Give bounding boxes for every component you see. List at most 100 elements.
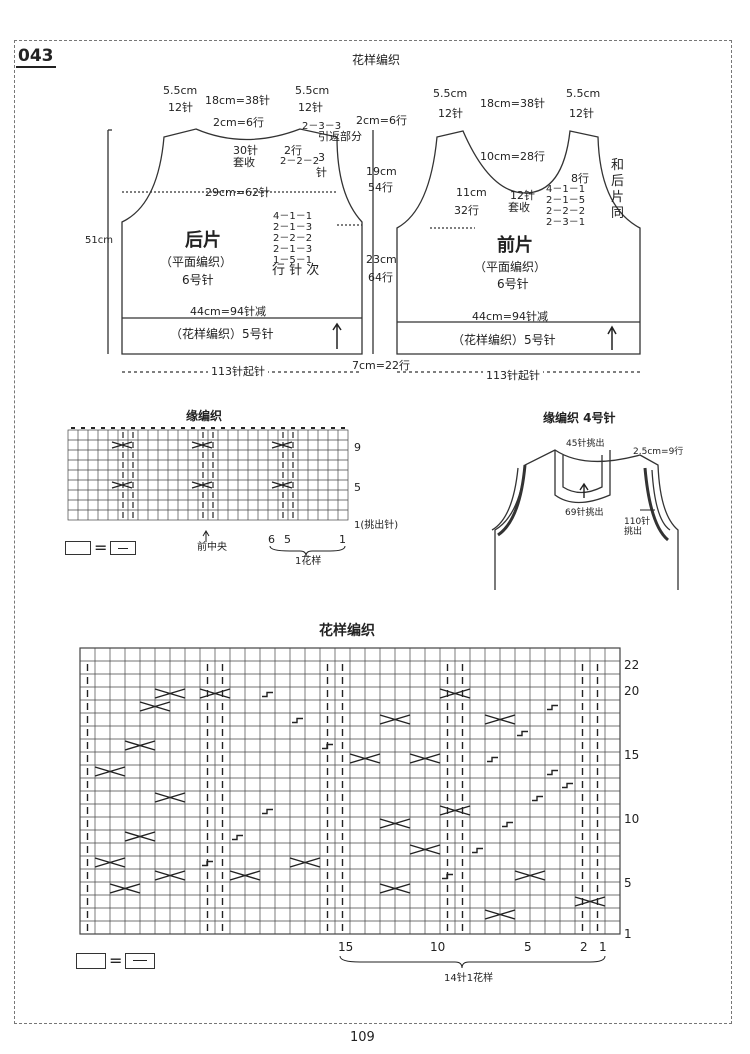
front-left-shoulder-cm: 5.5cm bbox=[433, 87, 468, 100]
front-center-bind-st: 12针 bbox=[510, 189, 535, 202]
edge-front-pickup: 69针挑出 bbox=[565, 508, 604, 518]
edge-col-1: 1 bbox=[339, 533, 346, 546]
back-needle: 6号针 bbox=[182, 273, 214, 287]
edge-stitch-marks bbox=[71, 427, 345, 518]
main-row-10: 10 bbox=[624, 812, 640, 826]
back-piece-name: 后片 bbox=[185, 230, 221, 251]
back-neck-dec-1: 2－3－3 bbox=[302, 121, 342, 132]
legend-purl-symbol bbox=[110, 540, 137, 555]
edge-diagram-title: 缘编织 4号针 bbox=[543, 411, 616, 425]
back-side-length: 23cm bbox=[366, 253, 397, 266]
legend-equals: = bbox=[94, 538, 108, 557]
back-hem-width: 44cm=94针减 bbox=[190, 305, 266, 318]
edge-col-5: 5 bbox=[284, 533, 291, 546]
main-col-15: 15 bbox=[338, 940, 354, 954]
back-neck-width: 18cm=38针 bbox=[205, 94, 270, 107]
edge-diagram-shape bbox=[491, 449, 679, 590]
front-right-shoulder-st: 12针 bbox=[569, 107, 594, 120]
main-stitch-marks bbox=[86, 664, 606, 931]
back-arm-dec-legend: 行 针 次 bbox=[272, 263, 320, 278]
edge-repeat-label: 1花样 bbox=[295, 556, 322, 567]
front-neck-dec-2: 2－1－5 bbox=[546, 195, 586, 206]
back-shortrow: 引返部分 bbox=[318, 130, 362, 143]
main-repeat-bracket bbox=[339, 955, 606, 969]
legend-blank-box bbox=[65, 540, 91, 555]
back-right-shoulder-st: 12针 bbox=[298, 101, 323, 114]
front-cast-on: 113针起针 bbox=[483, 370, 543, 381]
back-neck-dec-rows: 2行 bbox=[284, 144, 302, 157]
back-arm-dec-3: 2－2－2 bbox=[273, 233, 313, 244]
back-neck-depth: 2cm=6行 bbox=[213, 116, 264, 129]
front-same-as-back-2: 后 bbox=[611, 174, 625, 189]
front-right-shoulder-cm: 5.5cm bbox=[566, 87, 601, 100]
main-row-22: 22 bbox=[624, 658, 640, 672]
back-chest: 29cm=62针 bbox=[205, 186, 270, 199]
back-neck-bindoff-a: 30针 bbox=[233, 144, 258, 157]
back-right-shoulder-cm: 5.5cm bbox=[295, 84, 330, 97]
back-arm-dec-1: 4－1－1 bbox=[273, 211, 313, 222]
front-same-as-back-1: 和 bbox=[611, 158, 625, 173]
back-side-rows: 64行 bbox=[368, 271, 393, 284]
back-left-shoulder-cm: 5.5cm bbox=[163, 84, 198, 97]
front-needle: 6号针 bbox=[497, 277, 529, 291]
back-cast-on: 113针起针 bbox=[208, 366, 268, 377]
back-shoulder-rows: 2cm=6行 bbox=[356, 114, 407, 127]
main-grid-lines bbox=[79, 647, 621, 935]
front-neck-width: 18cm=38针 bbox=[480, 97, 545, 110]
edge-neck-pickup: 45针挑出 bbox=[566, 439, 605, 449]
back-arm-dec-5: 1－5－1 bbox=[273, 255, 313, 266]
page-number: 109 bbox=[350, 1030, 375, 1045]
back-neck-dec-3: 3 bbox=[318, 151, 325, 164]
edge-legend: = bbox=[65, 538, 137, 557]
edge-row-1: 1(挑出针) bbox=[354, 520, 399, 531]
edge-side-note: 2.5cm=9行 bbox=[633, 447, 684, 457]
back-armhole-rows: 54行 bbox=[368, 181, 393, 194]
front-neck-dec-1: 4－1－1 bbox=[546, 184, 586, 195]
back-hem-depth: 7cm=22行 bbox=[352, 359, 410, 372]
main-row-20: 20 bbox=[624, 684, 640, 698]
front-hem-pattern: （花样编织）5号针 bbox=[452, 333, 556, 347]
back-neck-dec-st: 针 bbox=[316, 166, 327, 179]
back-neck-dec-2: 2－2－2 bbox=[280, 156, 320, 167]
edge-center-label: 前中央 bbox=[197, 542, 227, 553]
main-col-2: 2 bbox=[580, 940, 588, 954]
front-neck-inner: 10cm=28行 bbox=[480, 150, 545, 163]
page-frame bbox=[14, 40, 732, 1024]
front-piece-name: 前片 bbox=[497, 235, 533, 256]
edge-col-6: 6 bbox=[268, 533, 275, 546]
front-neck-dec-4: 2－3－1 bbox=[546, 217, 586, 228]
main-col-5: 5 bbox=[524, 940, 532, 954]
front-technique: （平面编织） bbox=[474, 260, 547, 274]
edge-chart-title: 缘编织 bbox=[186, 409, 223, 423]
main-repeat-label: 14针1花样 bbox=[444, 973, 494, 984]
edge-chart-markers bbox=[202, 530, 346, 557]
main-col-10: 10 bbox=[430, 940, 446, 954]
front-hem-width: 44cm=94针减 bbox=[472, 310, 548, 323]
front-neck-depth-cm: 11cm bbox=[456, 186, 487, 199]
front-same-as-back-4: 同 bbox=[611, 206, 625, 221]
front-neck-side-rows: 8行 bbox=[571, 172, 589, 185]
back-technique: （平面编织） bbox=[160, 255, 233, 269]
edge-row-9: 9 bbox=[354, 441, 361, 454]
front-left-shoulder-st: 12针 bbox=[438, 107, 463, 120]
back-left-shoulder-st: 12针 bbox=[168, 101, 193, 114]
edge-row-5: 5 bbox=[354, 481, 361, 494]
back-armhole-height: 19cm bbox=[366, 165, 397, 178]
legend-blank-box bbox=[76, 952, 106, 969]
main-chart-title: 花样编织 bbox=[319, 623, 375, 639]
back-neck-bindoff-b: 套收 bbox=[233, 156, 255, 169]
back-arm-dec-2: 2－1－3 bbox=[273, 222, 313, 233]
main-row-1: 1 bbox=[624, 927, 632, 941]
front-same-as-back-3: 片 bbox=[611, 190, 625, 205]
edge-grid-lines bbox=[67, 429, 349, 521]
back-hem-pattern: （花样编织）5号针 bbox=[170, 327, 274, 341]
front-neck-dec-3: 2－2－2 bbox=[546, 206, 586, 217]
page-title: 花样编织 bbox=[352, 53, 401, 67]
edge-chart-grid bbox=[67, 427, 349, 521]
main-col-1: 1 bbox=[599, 940, 607, 954]
main-row-15: 15 bbox=[624, 748, 640, 762]
pattern-number: 043 bbox=[16, 46, 56, 68]
legend-equals: = bbox=[109, 951, 123, 970]
main-row-5: 5 bbox=[624, 876, 632, 890]
